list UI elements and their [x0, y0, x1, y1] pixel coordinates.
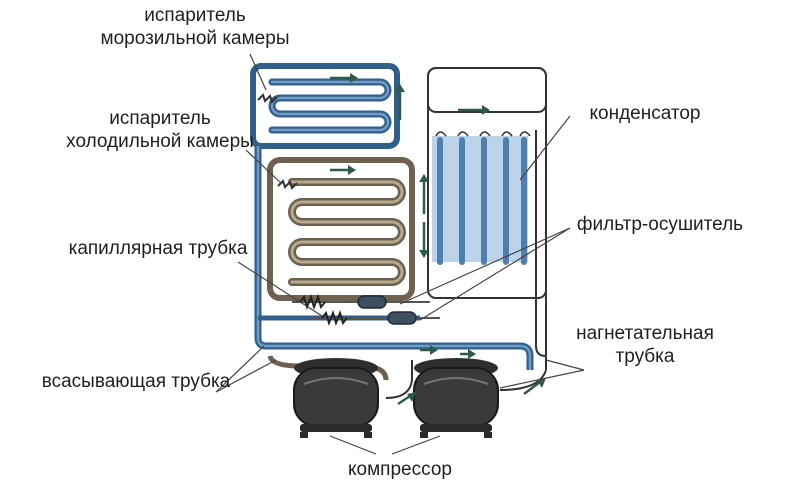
- label-discharge-tube-line1: нагнетательная: [576, 323, 714, 344]
- flow-arrow-icon: [330, 165, 356, 175]
- flow-arrow-icon: [330, 73, 358, 83]
- fridge-evaporator: [267, 157, 415, 301]
- fridge-capillary-coil-icon: [277, 179, 298, 190]
- flow-arrow-icon: [460, 349, 476, 359]
- label-freezer-evaporator-line2: морозильной камеры: [100, 28, 290, 49]
- capillary-coil-icon: [299, 293, 348, 327]
- compressor-left-icon: [293, 358, 379, 438]
- label-freezer-evaporator: испаритель морозильной камеры: [95, 4, 295, 50]
- flow-arrow-icon: [419, 222, 429, 258]
- flow-arrow-icon: [420, 345, 438, 355]
- capillary-tubes: [292, 293, 440, 327]
- freezer-capillary-coil-icon: [257, 93, 278, 104]
- label-compressor: компрессор: [348, 459, 452, 480]
- label-condenser: конденсатор: [589, 103, 701, 124]
- compressor-right-icon: [413, 358, 499, 438]
- filter-drier-icon: [357, 295, 417, 325]
- condenser: [427, 67, 547, 370]
- discharge-tube: [385, 360, 547, 399]
- label-fridge-evaporator-line1: испаритель: [109, 108, 211, 129]
- label-fridge-evaporator-line2: холодильной камеры: [66, 131, 254, 152]
- freezer-evaporator: [250, 63, 400, 149]
- label-freezer-evaporator-line1: испаритель: [144, 5, 246, 26]
- leader-lines: [215, 53, 585, 455]
- label-discharge-tube-line2: трубка: [615, 346, 675, 367]
- flow-arrow-icon: [395, 84, 405, 120]
- label-suction-tube: всасывающая трубка: [41, 371, 231, 392]
- label-capillary-tube: капиллярная трубка: [68, 238, 248, 259]
- flow-arrows: [330, 73, 546, 406]
- label-discharge-tube: нагнетательная трубка: [560, 322, 730, 368]
- flow-arrow-icon: [458, 105, 490, 115]
- label-fridge-evaporator: испаритель холодильной камеры: [60, 107, 260, 153]
- flow-arrow-icon: [523, 378, 546, 395]
- flow-arrow-icon: [419, 174, 429, 214]
- flow-arrow-icon: [397, 392, 416, 406]
- label-filter-drier: фильтр-осушитель: [576, 214, 744, 235]
